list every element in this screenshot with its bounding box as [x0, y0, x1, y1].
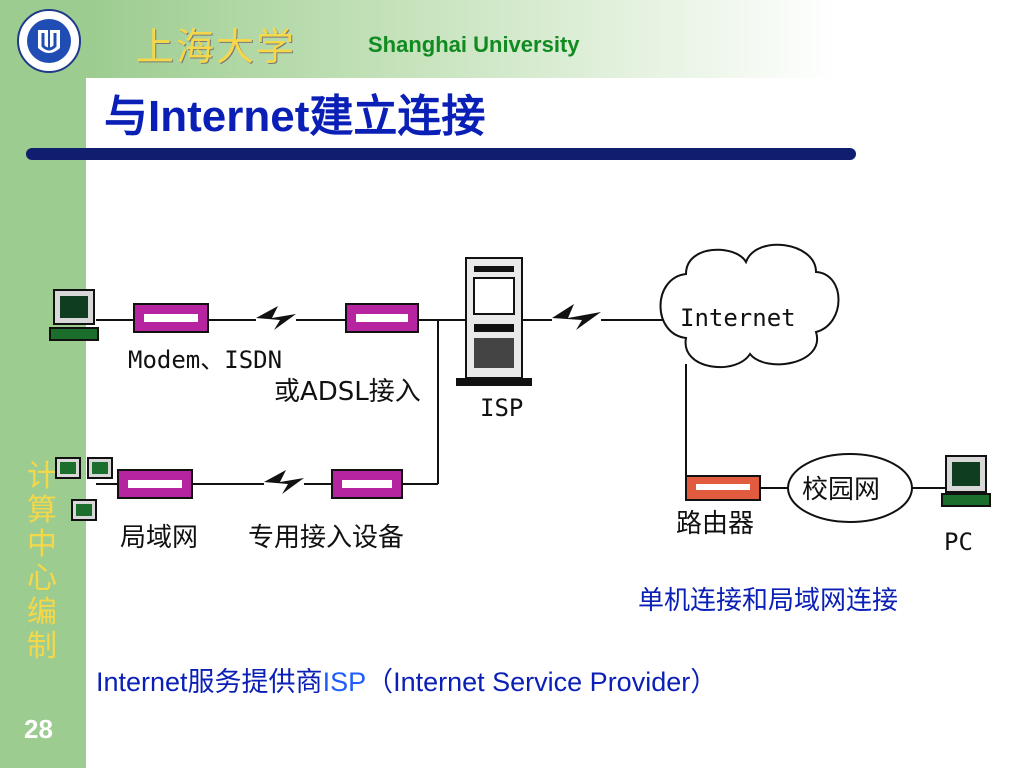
modem-icon [133, 303, 209, 333]
server-icon [456, 257, 532, 386]
isp-description: Internet服务提供商ISP（Internet Service Provid… [96, 660, 717, 699]
label-isp: ISP [480, 394, 523, 422]
network-diagram: Modem、ISDN 或ADSL接入 ISP Internet 局域网 专用接入… [46, 214, 998, 566]
internet-cloud-icon [659, 243, 840, 368]
dedicated-device-icon [331, 469, 403, 499]
left-band [0, 0, 86, 768]
pc-icon [941, 455, 991, 507]
title-divider [26, 148, 856, 160]
isp-prefix: Internet服务提供商 [96, 667, 323, 697]
university-name-cn: 上海大学 [136, 25, 297, 69]
lightning-icon [264, 470, 304, 494]
router-icon [685, 475, 761, 501]
side-char: 算 [27, 493, 57, 528]
label-dedicated: 专用接入设备 [248, 523, 404, 553]
slide-title: 与Internet建立连接 [104, 92, 486, 141]
label-internet: Internet [680, 304, 796, 332]
isp-accent: ISP [322, 667, 367, 697]
university-logo-icon [17, 9, 81, 73]
side-char: 中 [27, 527, 57, 562]
label-lan: 局域网 [120, 523, 198, 553]
label-modem: Modem、ISDN [128, 346, 282, 374]
lan-computers-icon [55, 457, 113, 521]
side-vertical-text: 计 算 中 心 编 制 [22, 460, 62, 664]
isp-suffix: （Internet Service Provider） [366, 667, 718, 697]
page-number: 28 [24, 714, 53, 744]
university-name-en: Shanghai University [368, 32, 580, 57]
side-char: 心 [27, 561, 57, 596]
side-char: 制 [27, 629, 57, 664]
label-pc: PC [944, 528, 973, 556]
lan-device-icon [117, 469, 193, 499]
side-char: 计 [27, 459, 57, 494]
wireless-links [256, 304, 601, 494]
pc-icon [49, 289, 99, 341]
adsl-device-icon [345, 303, 419, 333]
lightning-icon [256, 306, 296, 330]
label-adsl: 或ADSL接入 [274, 377, 421, 407]
header-band [86, 0, 1024, 78]
label-router: 路由器 [676, 509, 754, 539]
campus-network-icon [787, 453, 913, 523]
diagram-caption: 单机连接和局域网连接 [638, 586, 899, 616]
side-char: 编 [27, 595, 57, 630]
label-campus: 校园网 [802, 475, 880, 505]
lightning-icon [552, 304, 601, 330]
